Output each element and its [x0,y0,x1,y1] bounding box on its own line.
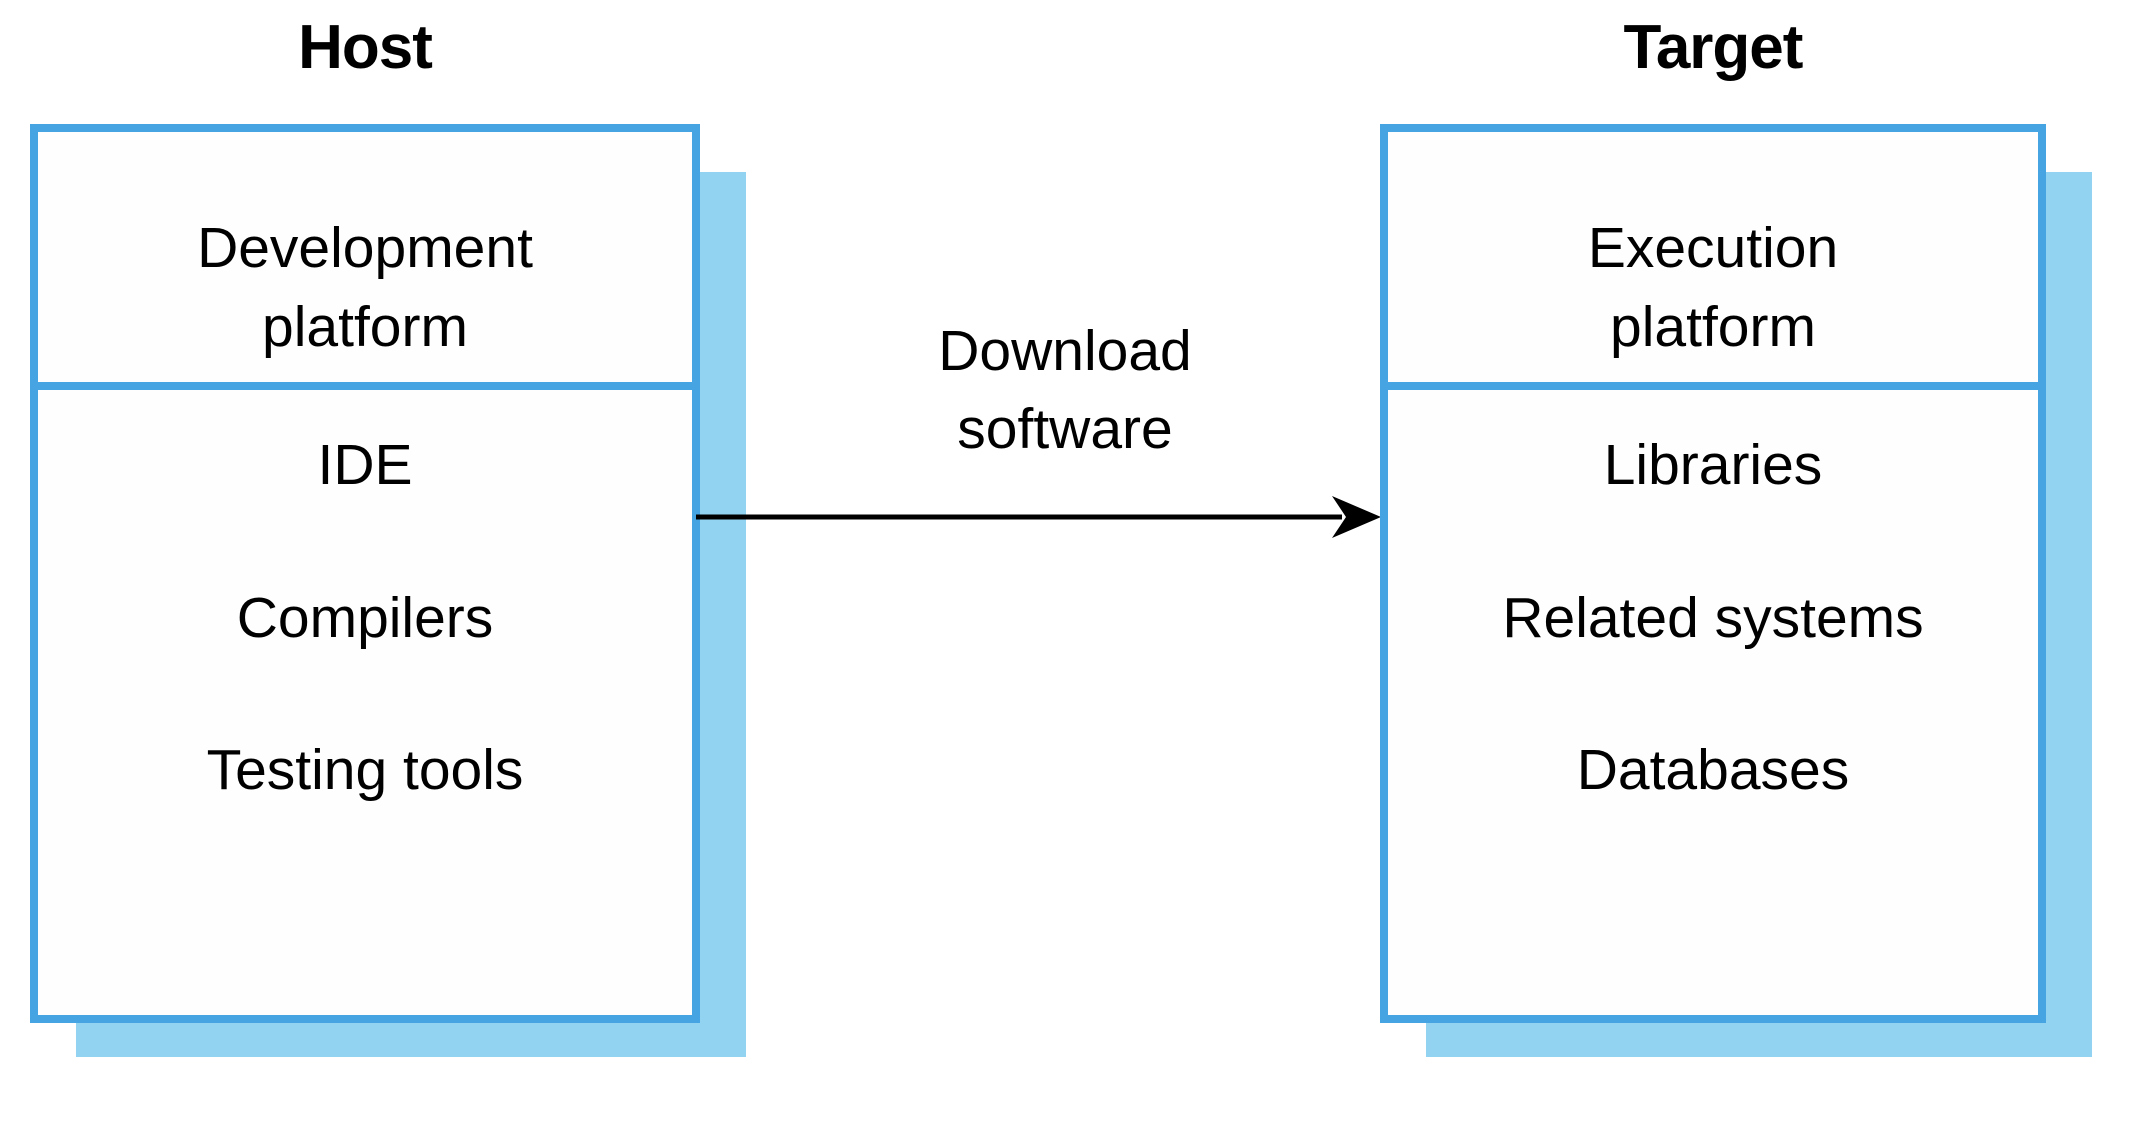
target-box-header: Execution platform [1388,132,2038,390]
target-box: Execution platform Libraries Related sys… [1380,124,2046,1023]
host-title: Host [298,13,433,82]
arrowhead-icon [1332,496,1381,538]
host-item-ide: IDE [317,433,413,497]
target-item-libraries: Libraries [1603,433,1823,497]
target-header-label: Execution platform [1587,216,1839,359]
download-arrow [696,496,1381,538]
host-item-testing-tools: Testing tools [206,738,524,802]
host-box: Development platform IDE Compilers Testi… [30,124,700,1023]
target-item-related-systems: Related systems [1502,586,1924,650]
host-header-label: Development platform [197,216,533,359]
download-arrow-label: Download software [938,319,1192,461]
target-title: Target [1623,13,1804,82]
target-item-databases: Databases [1576,738,1850,802]
host-item-compilers: Compilers [236,586,494,650]
host-box-header: Development platform [38,132,692,390]
